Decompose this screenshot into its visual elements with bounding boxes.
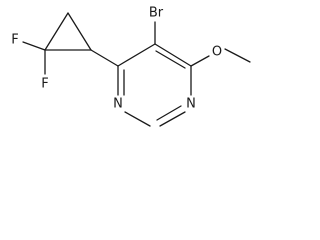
atom-label-br: Br bbox=[149, 6, 164, 21]
bond-c6-o bbox=[190, 55, 210, 67]
atom-label-n3: N bbox=[113, 97, 123, 112]
atom-label-n1: N bbox=[186, 97, 196, 112]
bond-cp-ch2 bbox=[44, 12, 69, 51]
bond-c2-n3 bbox=[124, 111, 151, 127]
atom-label-f2: F bbox=[41, 77, 48, 92]
bond-o-ch3 bbox=[224, 48, 251, 63]
bond-c5-c6 bbox=[154, 43, 192, 67]
bond-cp-ch bbox=[67, 12, 92, 51]
bond-c4-c5 bbox=[117, 43, 156, 67]
atom-label-o: O bbox=[212, 45, 222, 60]
bond-cf2-f1 bbox=[22, 41, 46, 51]
bond-n1-c2 bbox=[159, 111, 186, 127]
bond-c4-cyclopropyl bbox=[90, 49, 119, 67]
molecule-structure: N N Br O F F bbox=[11, 6, 251, 127]
bond-n1-c2-inner bbox=[156, 105, 182, 121]
bond-c5-c6-inner bbox=[155, 50, 186, 69]
atom-label-f1: F bbox=[11, 33, 18, 48]
